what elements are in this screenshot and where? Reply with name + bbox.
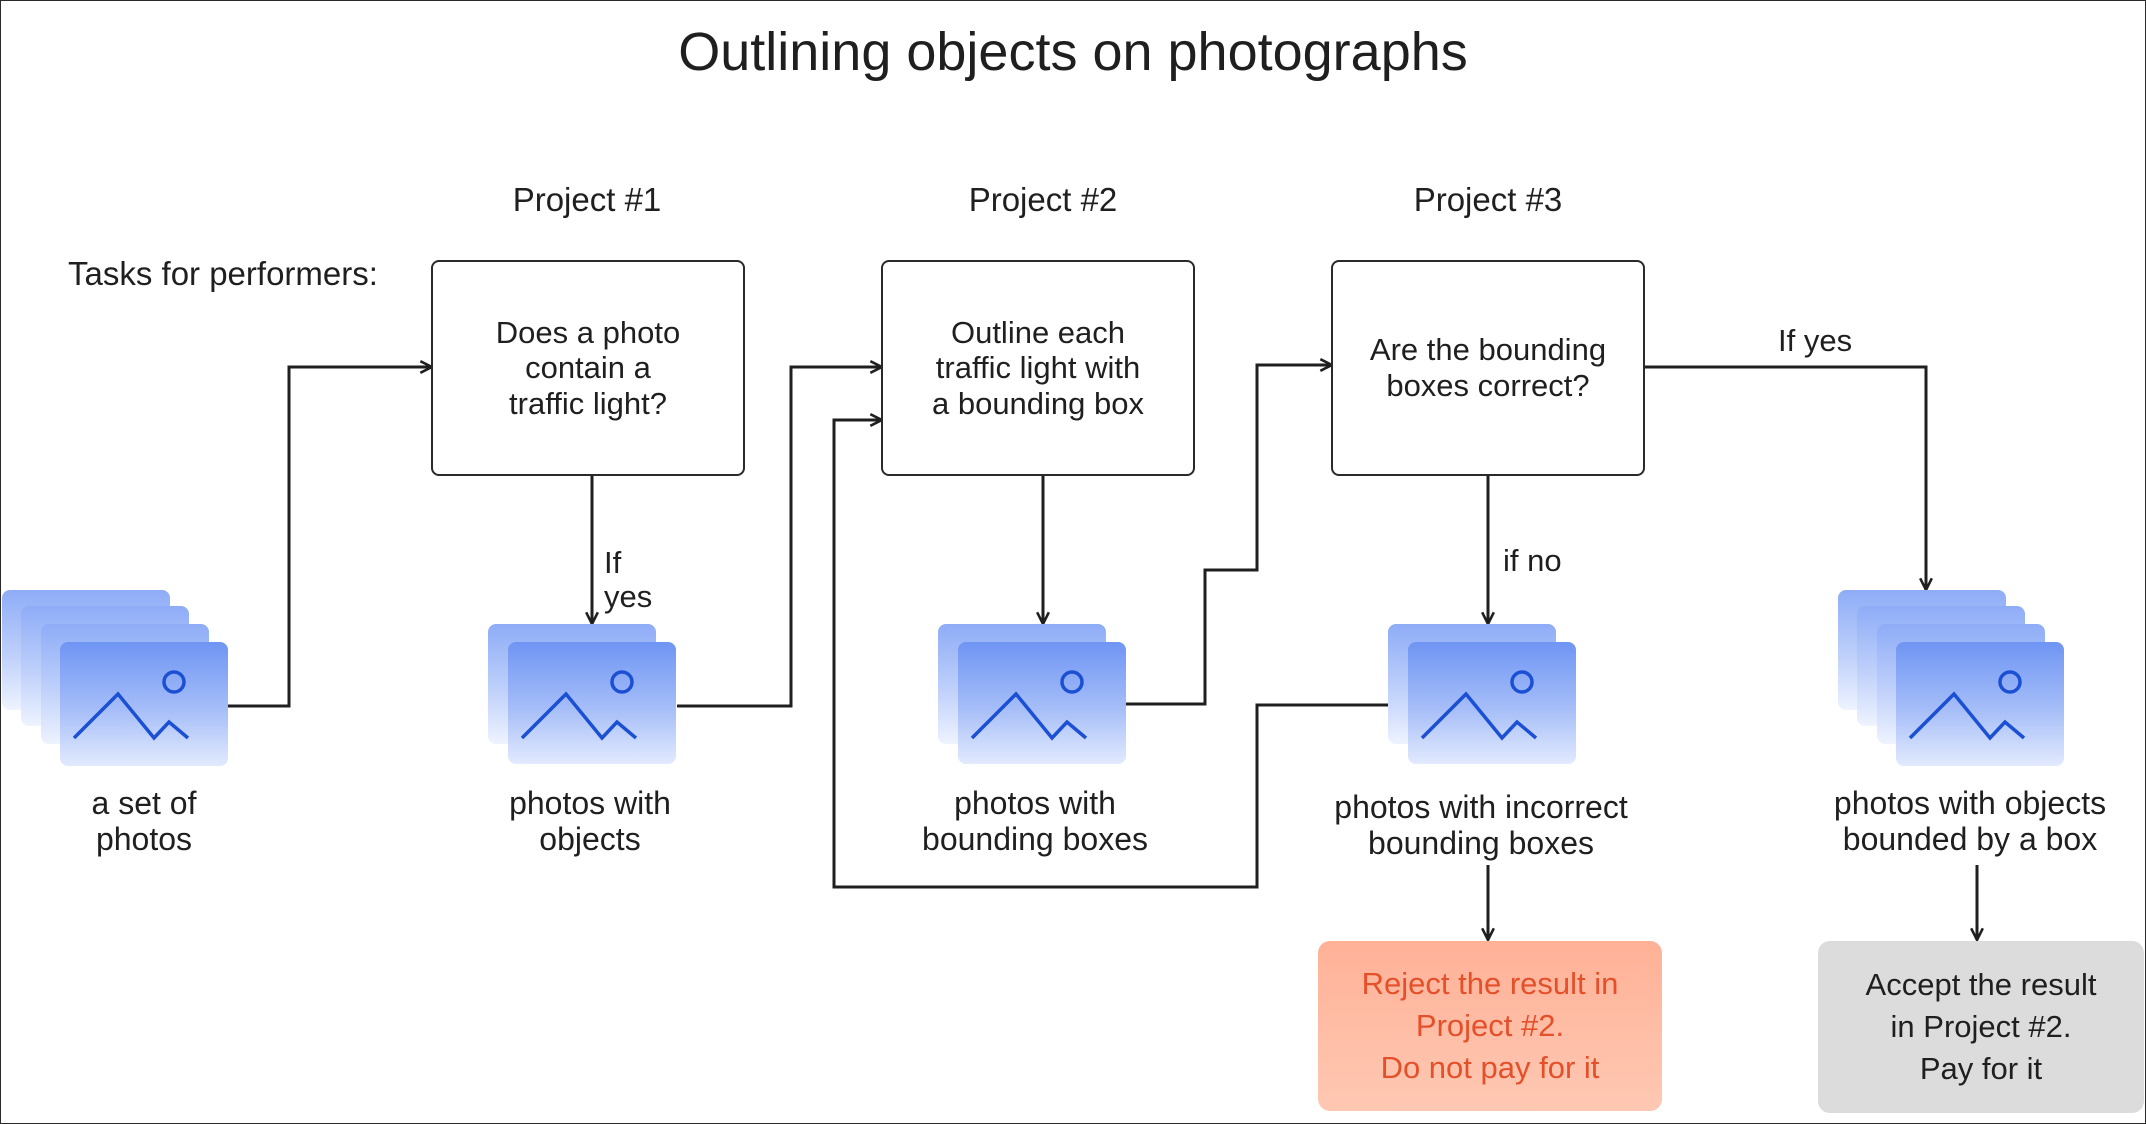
- project3-task-text: Are the bounding boxes correct?: [1369, 332, 1607, 403]
- photo-stack-icon: [1388, 624, 1578, 764]
- photo-stack-icon: [1838, 590, 2064, 766]
- project2-task-text: Outline each traffic light with a boundi…: [931, 314, 1145, 421]
- project2-heading: Project #2: [968, 181, 1118, 218]
- photo-set-label-5: photos with objects bounded by a box: [1833, 785, 2107, 857]
- photo-stack-icon: [938, 624, 1128, 764]
- accept-outcome-text: Accept the result in Project #2. Pay for…: [1865, 966, 2097, 1087]
- photo-set-label-1: a set of photos: [91, 785, 197, 857]
- photo-stack-icon: [488, 624, 678, 764]
- photo-stack-icon: [2, 590, 228, 766]
- edge-label-if-no: if no: [1503, 543, 1562, 578]
- project3-heading: Project #3: [1413, 181, 1563, 218]
- tasks-label: Tasks for performers:: [68, 255, 378, 292]
- photo-set-label-2: photos with objects: [509, 785, 671, 857]
- photo-set-label-3: photos with bounding boxes: [922, 785, 1148, 857]
- accept-outcome-box: Accept the result in Project #2. Pay for…: [1818, 941, 2144, 1113]
- project2-task-box: Outline each traffic light with a boundi…: [881, 260, 1195, 476]
- reject-outcome-box: Reject the result in Project #2. Do not …: [1318, 941, 1662, 1111]
- diagram-title: Outlining objects on photographs: [678, 22, 1468, 82]
- edge-label-if-yes-project3: If yes: [1778, 323, 1853, 358]
- reject-outcome-text: Reject the result in Project #2. Do not …: [1361, 965, 1619, 1086]
- edge-label-if-yes-project1: If yes: [604, 545, 653, 615]
- photo-set-label-4: photos with incorrect bounding boxes: [1334, 789, 1628, 861]
- project3-task-box: Are the bounding boxes correct?: [1331, 260, 1645, 476]
- project1-task-text: Does a photo contain a traffic light?: [495, 314, 681, 421]
- project1-task-box: Does a photo contain a traffic light?: [431, 260, 745, 476]
- project1-heading: Project #1: [512, 181, 662, 218]
